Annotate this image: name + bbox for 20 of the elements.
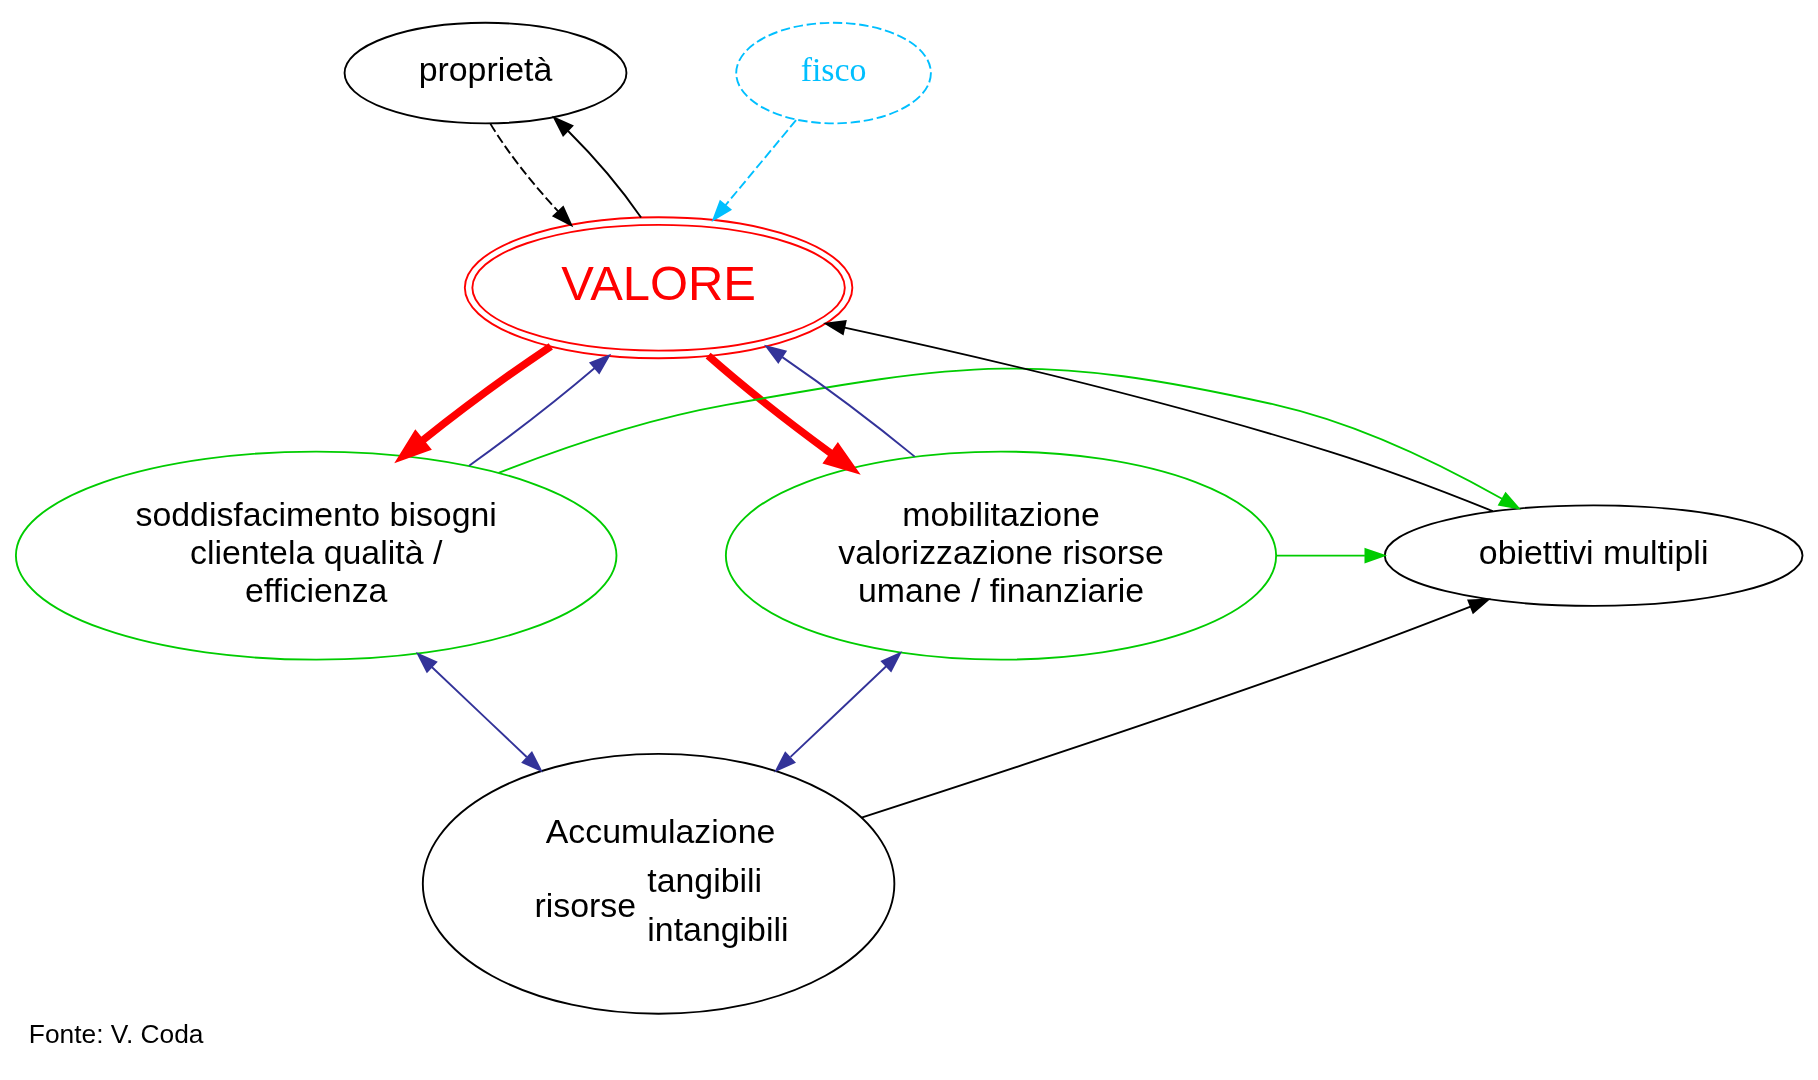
- arrow: [468, 353, 612, 467]
- arrow: [394, 343, 553, 464]
- node-ellipse: proprietà: [343, 21, 628, 125]
- arrow: [860, 598, 1491, 819]
- arrow: [823, 320, 1494, 513]
- arrow: [1275, 547, 1388, 564]
- arrow: [552, 115, 642, 219]
- arrow: [705, 352, 861, 475]
- arrow: [497, 367, 1522, 510]
- arrow: [415, 652, 543, 773]
- node-ellipse: fisco: [735, 21, 932, 125]
- node-ellipse: soddisfacimento bisogni clientela qualità / efficienza: [14, 450, 618, 661]
- node-ellipse: mobilitazione valorizzazione risorse umane / finanziarie: [724, 450, 1278, 661]
- node-ellipse: obiettivi multipli: [1383, 504, 1804, 607]
- arrow: [764, 344, 916, 458]
- arrow: [489, 122, 574, 228]
- node-ellipse: VALORE: [463, 216, 854, 360]
- arrow: [774, 651, 903, 773]
- arrow: [711, 119, 797, 223]
- caption: Fonte: V. Coda: [28, 1018, 204, 1049]
